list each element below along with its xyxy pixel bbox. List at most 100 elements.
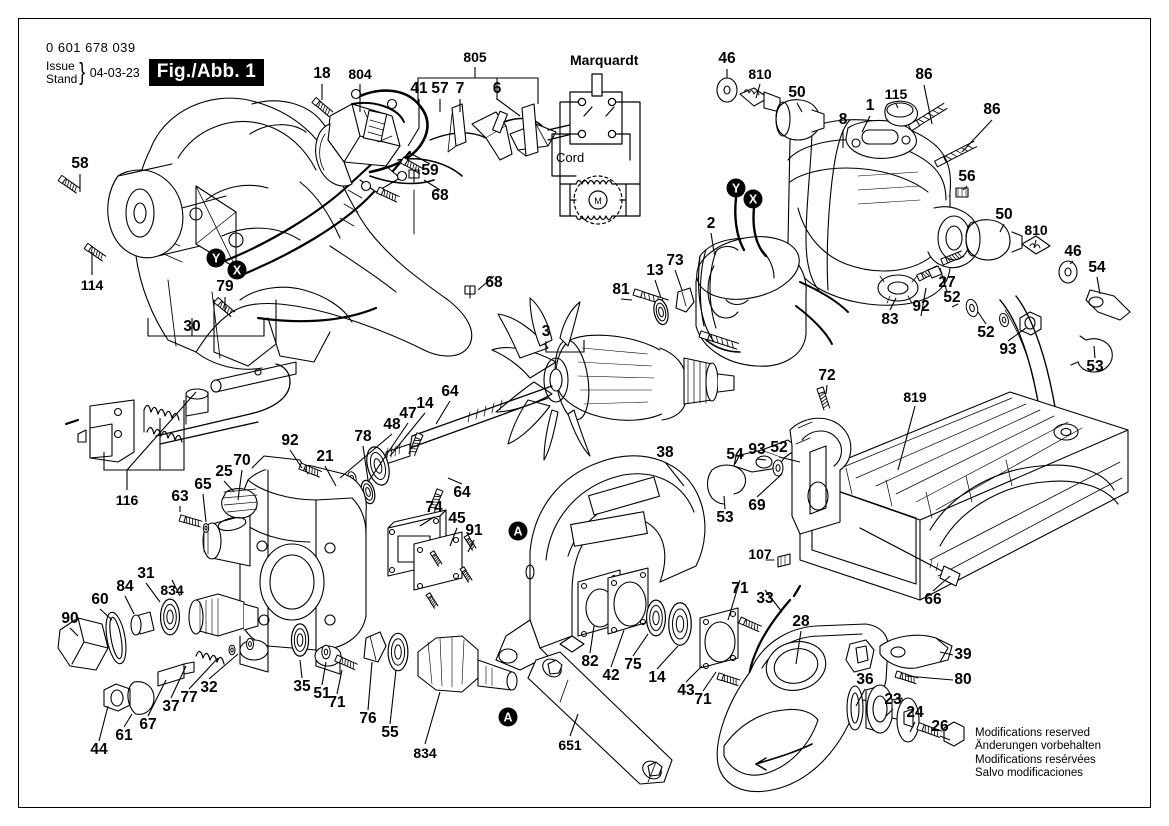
callout-6: 6	[492, 80, 502, 97]
callout-52: 52	[977, 324, 995, 341]
callout-68: 68	[485, 274, 503, 291]
schematic-drawing: M	[552, 74, 640, 224]
callout-65: 65	[194, 476, 212, 493]
callout-54: 54	[1088, 259, 1106, 276]
callout-68: 68	[431, 187, 449, 204]
callout-23: 23	[884, 691, 902, 708]
callout-46: 46	[1064, 243, 1082, 260]
marker-x-1: X	[227, 260, 247, 280]
callout-25: 25	[215, 463, 233, 480]
callout-55: 55	[381, 724, 399, 741]
callout-36: 36	[856, 671, 874, 688]
callout-50: 50	[788, 84, 806, 101]
issue-date: 04-03-23	[89, 65, 140, 80]
callout-77: 77	[180, 689, 198, 706]
marker-x-3: X	[743, 189, 763, 209]
callout-44: 44	[90, 741, 108, 758]
callout-56: 56	[958, 168, 976, 185]
marker-y-0: Y	[206, 248, 226, 268]
callout-75: 75	[624, 656, 642, 673]
power-cord-assembly	[430, 104, 604, 160]
callout-71: 71	[694, 691, 712, 708]
callout-93: 93	[748, 441, 766, 458]
flange-bearing-stack	[578, 568, 800, 687]
callout-32: 32	[200, 679, 218, 696]
callout-13: 13	[646, 262, 664, 279]
callout-1: 1	[865, 97, 875, 114]
issue-label: Issue	[46, 59, 75, 73]
part-number: 0 601 678 039	[46, 40, 136, 55]
modifications-notice: Modifications reserved Änderungen vorbeh…	[975, 727, 1101, 781]
marker-a-5: A	[498, 707, 518, 727]
callout-60: 60	[91, 591, 109, 608]
callout-45: 45	[448, 510, 466, 527]
base-plate	[790, 386, 1128, 600]
callout-86: 86	[983, 101, 1001, 118]
brush-assemblies	[717, 78, 1130, 372]
callout-14: 14	[416, 395, 434, 412]
callout-63: 63	[171, 488, 189, 505]
callout-86: 86	[915, 66, 933, 83]
stand-label: Stand	[46, 71, 78, 86]
notice-line-en: Modifications reserved	[975, 727, 1091, 739]
notice-line-de: Änderungen vorbehalten	[975, 740, 1101, 753]
callout-27: 27	[938, 274, 956, 291]
callout-30: 30	[183, 318, 201, 335]
callout-67: 67	[139, 716, 157, 733]
callout-31: 31	[137, 565, 155, 582]
callout-52: 52	[943, 289, 961, 306]
callout-48: 48	[383, 416, 401, 433]
document-header: 0 601 678 039 Issue Stand } 04-03-23 Fig…	[46, 40, 265, 86]
callout-8: 8	[838, 111, 848, 128]
callout-61: 61	[115, 727, 133, 744]
callout-59: 59	[421, 162, 439, 179]
callout-46: 46	[718, 50, 736, 67]
callout-41: 41	[410, 80, 428, 97]
notice-line-es: Salvo modificaciones	[975, 767, 1084, 780]
callout-73: 73	[666, 252, 684, 269]
armature	[386, 298, 734, 464]
callout-834: 834	[160, 582, 184, 598]
callout-33: 33	[756, 590, 774, 607]
callout-71: 71	[731, 580, 749, 597]
upper-blade-guard	[496, 456, 705, 670]
callout-18: 18	[313, 65, 331, 82]
callout-805: 805	[463, 49, 487, 65]
callout-64: 64	[441, 383, 459, 400]
callout-71: 71	[328, 694, 346, 711]
schematic-title: Marquardt	[570, 52, 639, 68]
stator-field	[632, 198, 848, 366]
callout-39: 39	[954, 646, 972, 663]
callout-2: 2	[706, 215, 716, 232]
callout-37: 37	[162, 698, 180, 715]
svg-text:M: M	[594, 196, 602, 206]
schematic-cord-label: Cord	[556, 150, 585, 165]
callout-83: 83	[881, 311, 899, 328]
motor-housing-right	[788, 101, 980, 305]
callout-50: 50	[995, 206, 1013, 223]
output-shaft-group	[290, 623, 517, 692]
blade-wrench-651	[528, 652, 672, 784]
issue-stand-label: Issue Stand	[46, 60, 77, 85]
callout-64: 64	[453, 484, 471, 501]
callout-93: 93	[999, 341, 1017, 358]
sheet-border	[18, 18, 1151, 808]
callout-90: 90	[61, 610, 79, 627]
brace-glyph: }	[79, 58, 86, 86]
callout-81: 81	[612, 281, 630, 298]
callout-58: 58	[71, 155, 89, 172]
callout-47: 47	[399, 405, 417, 422]
callout-114: 114	[80, 277, 104, 293]
callout-57: 57	[431, 80, 449, 97]
callout-3: 3	[541, 323, 551, 340]
callout-21: 21	[316, 448, 334, 465]
callout-92: 92	[912, 298, 930, 315]
callout-72: 72	[818, 367, 836, 384]
callout-51: 51	[313, 685, 331, 702]
callout-28: 28	[792, 613, 810, 630]
callout-834: 834	[413, 745, 437, 761]
notice-line-fr: Modifications resérvées	[975, 753, 1096, 766]
callout-26: 26	[931, 718, 949, 735]
switch-assembly	[258, 90, 462, 322]
